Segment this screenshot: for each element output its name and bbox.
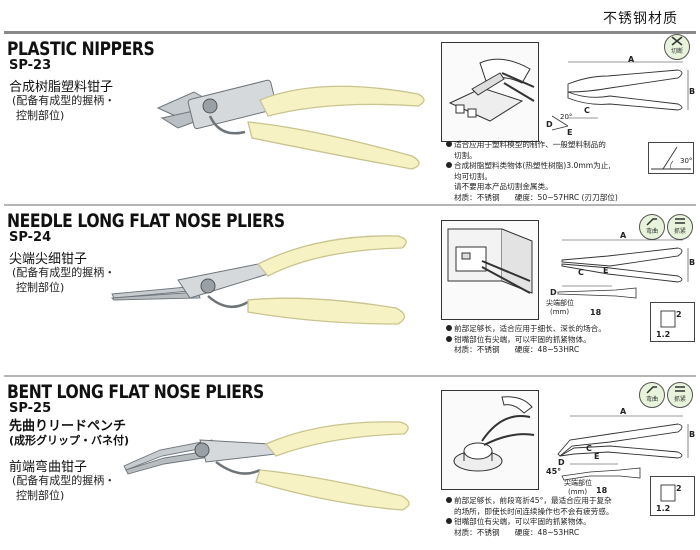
product-title: PLASTIC NIPPERS	[7, 38, 155, 60]
product-code: SP-25	[9, 401, 52, 416]
angle-inset	[648, 142, 694, 174]
usage-scene-image	[441, 42, 539, 142]
tip-value: 18	[590, 308, 602, 317]
tip-value: 18	[596, 486, 608, 495]
angle-inset-label: 30°	[680, 157, 693, 165]
tip-diagram	[561, 467, 641, 481]
usage-scene-image	[441, 390, 539, 490]
nipper-handles	[247, 85, 425, 170]
cut-icon	[665, 35, 689, 48]
tip-inset-value: 2	[676, 484, 682, 493]
dim-a: A	[620, 407, 627, 416]
product-note: (配备有成型的握柄・ 控制部位)	[12, 94, 116, 122]
tip-label: 尖端部位	[564, 479, 592, 487]
spec-text: 适合应用于塑料模型的制作、一般塑料制品的 切割。 合成树脂塑料类物体(热塑性树脂…	[446, 140, 618, 203]
tip-inset-value: 1.2	[656, 330, 671, 339]
tip-diagram	[557, 287, 637, 299]
grip-badge: 抓紧	[667, 382, 693, 408]
product-note: (配备有成型的握柄・ 控制部位)	[12, 266, 116, 294]
product-title: BENT LONG FLAT NOSE PLIERS	[7, 381, 264, 403]
dim-e: E	[594, 452, 600, 461]
tip-inset-value: 1.2	[656, 504, 671, 513]
product-code: SP-24	[9, 230, 52, 245]
dim-d: D	[558, 458, 565, 467]
material-label: 不锈钢材质	[603, 11, 678, 27]
dim-a: A	[620, 231, 627, 240]
bend-icon	[640, 383, 664, 396]
dim-d: D	[550, 288, 557, 297]
dim-b: B	[689, 258, 696, 267]
needle-pliers-image	[110, 235, 407, 325]
tip-inset-value: 2	[676, 310, 682, 319]
grip-icon	[668, 383, 692, 396]
dim-c: C	[584, 106, 590, 115]
bend-badge: 弯曲	[639, 214, 665, 240]
dim-b: B	[689, 430, 696, 439]
tip-unit: (mm)	[550, 308, 570, 316]
dimension-diagram	[561, 239, 689, 287]
dim-e: E	[567, 128, 573, 137]
angle-label: 20°	[560, 113, 573, 121]
dim-b: B	[689, 87, 696, 96]
bend-icon	[640, 215, 664, 228]
dim-e: E	[603, 266, 609, 275]
divider-top	[4, 31, 696, 34]
bent-pliers-image	[123, 421, 410, 511]
product-name-jp: 先曲りリードペンチ	[9, 419, 127, 434]
cut-badge: 切断	[664, 34, 690, 60]
dim-c: C	[586, 444, 592, 453]
grip-icon	[668, 215, 692, 228]
product-title: NEEDLE LONG FLAT NOSE PLIERS	[7, 210, 285, 232]
dim-c: C	[578, 268, 584, 277]
tip-unit: (mm)	[568, 488, 588, 496]
spec-text: 前部足够长，前段弯折45°，最适合应用于复杂 的场所，即使长时间连续操作也不会有…	[446, 496, 613, 538]
product-note: (配备有成型的握柄・ 控制部位)	[12, 474, 116, 502]
spec-text: 前部足够长，适合应用于细长、深长的场合。 钳嘴部位有尖端，可以牢固的抓紧物体。 …	[446, 324, 606, 356]
product-name-cn: 尖端尖细钳子	[9, 252, 88, 267]
product-code: SP-23	[9, 58, 52, 73]
tip-inset	[650, 302, 695, 342]
bend-badge: 弯曲	[639, 382, 665, 408]
nipper-jaws	[156, 79, 278, 135]
dimension-diagram	[551, 61, 689, 131]
product-name-cn: 合成树脂塑料钳子	[9, 80, 114, 95]
product-name-jp-sub: (成形グリップ・バネ付)	[9, 434, 130, 447]
nipper-image	[156, 79, 425, 170]
dim-a: A	[628, 55, 635, 64]
grip-badge: 抓紧	[667, 214, 693, 240]
usage-scene-image	[441, 220, 539, 320]
tip-label: 尖端部位	[546, 299, 574, 307]
dimension-diagram	[557, 415, 689, 465]
dim-d: D	[546, 120, 553, 129]
tip-inset	[650, 476, 695, 516]
product-name-cn: 前端弯曲钳子	[9, 460, 88, 475]
angle-label: 45°	[546, 467, 562, 476]
divider-middle	[4, 204, 696, 206]
divider-bottom	[4, 375, 696, 377]
